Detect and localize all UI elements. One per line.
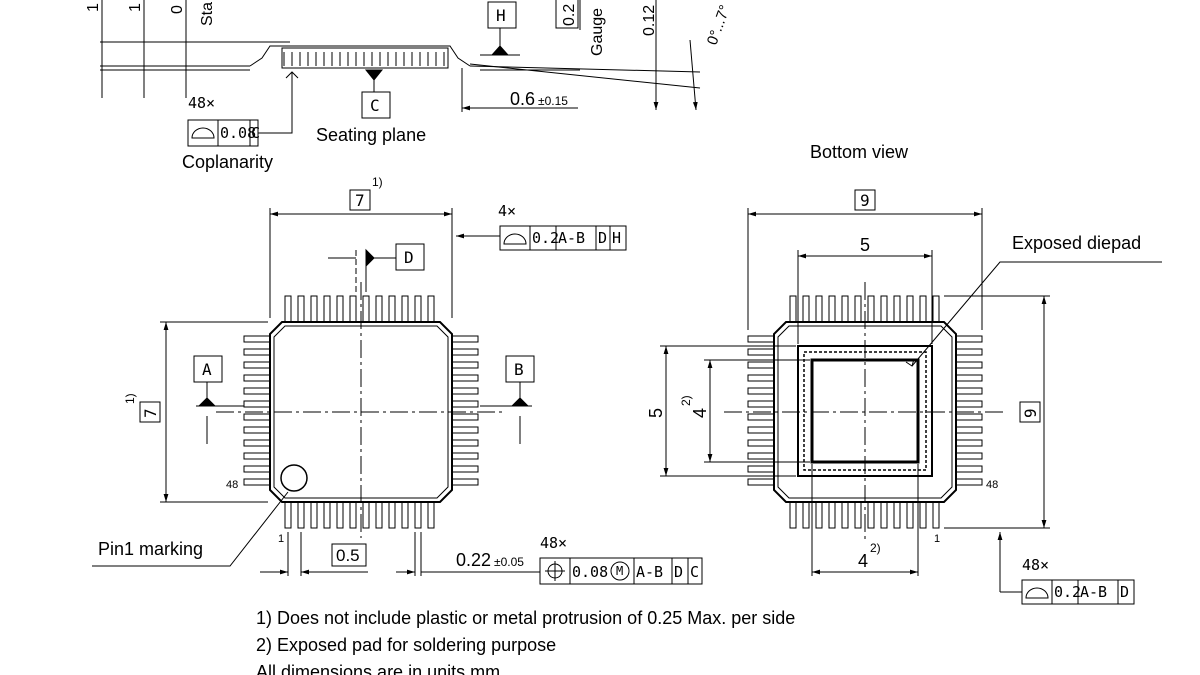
coplanarity-count: 48× bbox=[188, 94, 215, 112]
pos-mod: M bbox=[616, 564, 623, 578]
seating-plane-label: Seating plane bbox=[316, 125, 426, 145]
datum-c-box bbox=[361, 91, 391, 119]
side-view-labels: 1 1 0 Sta H C 0.2 Gauge 0.12 0°...7° 0.6… bbox=[85, 0, 734, 172]
pos-value: 0.08 bbox=[572, 563, 608, 581]
datum-d-box bbox=[395, 243, 425, 271]
mmc-circle bbox=[610, 561, 630, 581]
cut-label-2: 1 bbox=[127, 3, 144, 12]
gauge-label: Gauge bbox=[589, 8, 606, 56]
top-pins-bottom bbox=[284, 501, 435, 529]
datum-b: B bbox=[514, 360, 524, 379]
bottom-width: 9 bbox=[860, 191, 870, 210]
cut-label-02: 0.2 bbox=[561, 4, 578, 26]
top-pins-right bbox=[451, 335, 479, 486]
top-height: 7 bbox=[141, 408, 160, 418]
bottom-tol-count: 48× bbox=[1022, 556, 1049, 574]
cut-label-3: 0 bbox=[169, 5, 186, 14]
lead-width: 0.22 bbox=[456, 550, 491, 570]
dim-02-box bbox=[555, 0, 579, 29]
top-width-box bbox=[349, 189, 371, 211]
position-icon bbox=[545, 561, 565, 581]
bottom-view-title: Bottom view bbox=[810, 142, 909, 162]
pitch-box bbox=[331, 543, 367, 567]
pos-count: 48× bbox=[540, 534, 567, 552]
top-view-labels: 7 1) 7 1) 4× 0.2 A-B D H D A B 48 1 Pin1… bbox=[98, 175, 703, 585]
pad-height-inner: 4 bbox=[690, 408, 710, 418]
bottom-height-box bbox=[1019, 401, 1041, 423]
bottom-tol-ref-ab: A-B bbox=[1080, 583, 1107, 601]
pad-height-inner-note: 2) bbox=[679, 395, 693, 406]
cut-label-stand: Sta bbox=[199, 2, 216, 26]
top-tol-value: 0.2 bbox=[532, 229, 559, 247]
lead-width-tol: ±0.05 bbox=[494, 555, 524, 569]
pitch: 0.5 bbox=[336, 546, 360, 565]
profile-surface-icon bbox=[1025, 587, 1049, 599]
bottom-height: 9 bbox=[1021, 408, 1040, 418]
pos-ref-c: C bbox=[690, 563, 699, 581]
top-tol-ref-h: H bbox=[612, 229, 621, 247]
top-height-box bbox=[139, 401, 161, 423]
datum-h-box bbox=[487, 1, 517, 29]
datum-h: H bbox=[496, 6, 506, 25]
top-tol-ref-ab: A-B bbox=[558, 229, 585, 247]
bottom-tol-ref-d: D bbox=[1120, 583, 1129, 601]
side-view bbox=[100, 0, 701, 134]
bottom-width-box bbox=[854, 189, 876, 211]
pos-frame bbox=[539, 557, 703, 585]
bottom-pad-width: 5 bbox=[860, 235, 870, 255]
note-2: 2) Exposed pad for soldering purpose bbox=[256, 635, 556, 655]
top-pins-top bbox=[284, 295, 435, 323]
pad-width-inner-note: 2) bbox=[870, 541, 881, 555]
profile-surface-icon bbox=[503, 233, 527, 245]
pos-ref-d: D bbox=[674, 563, 683, 581]
datum-c: C bbox=[370, 96, 380, 115]
note-3: All dimensions are in units mm bbox=[256, 662, 500, 675]
datum-d: D bbox=[404, 248, 414, 267]
pad-width-inner: 4 bbox=[858, 551, 868, 571]
coplanarity-frame bbox=[187, 119, 259, 147]
bottom-pin48: 48 bbox=[986, 479, 998, 491]
top-width: 7 bbox=[355, 191, 365, 210]
bottom-pins-right bbox=[955, 335, 983, 486]
bottom-view-labels: Bottom view 9 5 Exposed diepad 9 5 4 2) … bbox=[646, 142, 1141, 605]
top-pin1: 1 bbox=[278, 533, 284, 545]
bottom-view bbox=[660, 208, 1162, 593]
top-tol-frame bbox=[499, 225, 627, 251]
pad-height-outer: 5 bbox=[646, 408, 666, 418]
lead-length: 0.6 bbox=[510, 89, 535, 109]
datum-a: A bbox=[202, 360, 212, 379]
top-width-note: 1) bbox=[372, 175, 383, 189]
datum-a-box bbox=[193, 355, 223, 383]
exposed-diepad-label: Exposed diepad bbox=[1012, 233, 1141, 253]
pin1-dot bbox=[280, 464, 308, 492]
note-1: 1) Does not include plastic or metal pro… bbox=[256, 608, 795, 628]
top-height-note: 1) bbox=[123, 393, 137, 404]
cut-label-012: 0.12 bbox=[641, 5, 658, 36]
cut-label-1: 1 bbox=[85, 3, 102, 12]
top-tol-ref-d: D bbox=[598, 229, 607, 247]
datum-b-box bbox=[505, 355, 535, 383]
bottom-tol-value: 0.2 bbox=[1054, 583, 1081, 601]
coplanarity-value: 0.08 bbox=[220, 124, 256, 142]
angle-label: 0°...7° bbox=[704, 3, 734, 48]
coplanarity-label: Coplanarity bbox=[182, 152, 273, 172]
top-pin48: 48 bbox=[226, 479, 238, 491]
bottom-tol-frame bbox=[1021, 579, 1135, 605]
top-view bbox=[92, 208, 540, 576]
top-pins-left bbox=[243, 335, 271, 486]
notes: 1) Does not include plastic or metal pro… bbox=[256, 608, 795, 675]
coplanarity-ref: C bbox=[251, 124, 260, 142]
lead-length-tol: ±0.15 bbox=[538, 94, 568, 108]
bottom-pins-left bbox=[747, 335, 775, 486]
pin1-marking-label: Pin1 marking bbox=[98, 539, 203, 559]
profile-surface-icon bbox=[191, 127, 215, 139]
top-tol-count: 4× bbox=[498, 202, 516, 220]
pos-ref-ab: A-B bbox=[636, 563, 663, 581]
bottom-pin1: 1 bbox=[934, 533, 940, 545]
